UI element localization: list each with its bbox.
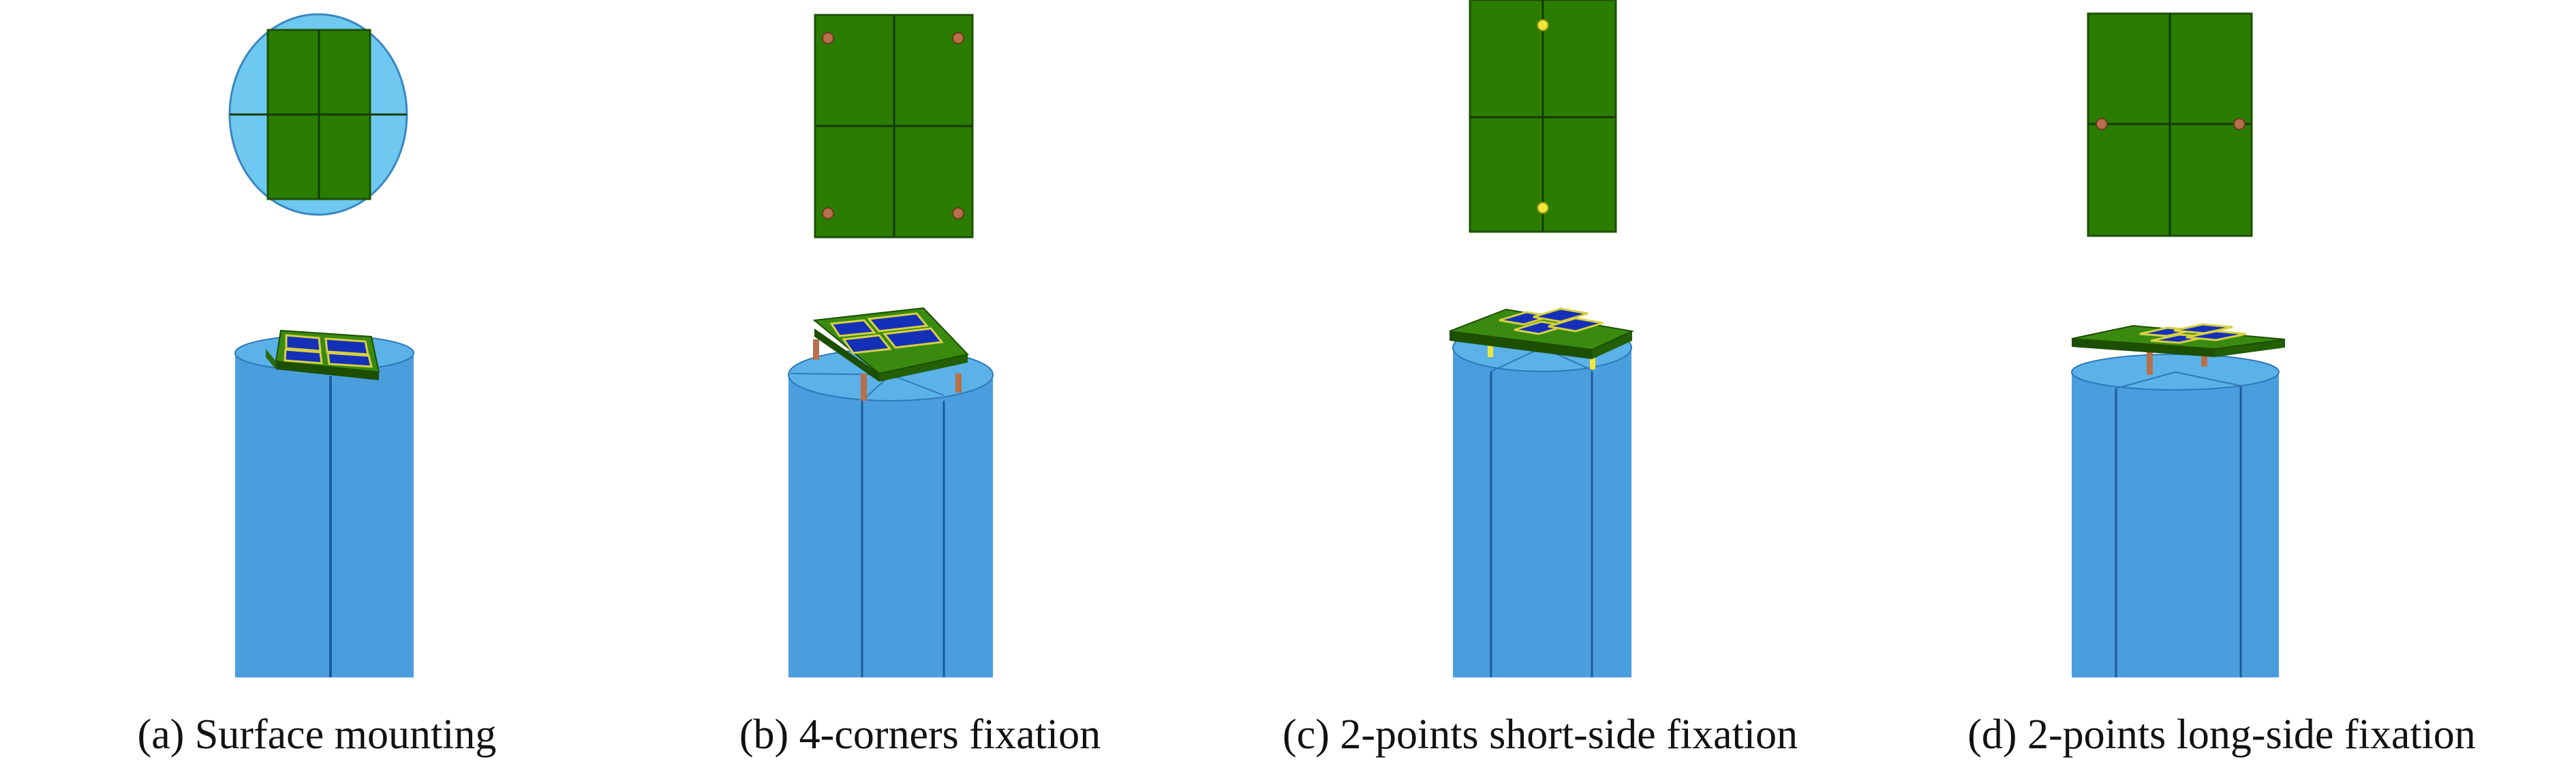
- fixation-post: [2147, 349, 2153, 375]
- panel-d-top-view: [2087, 12, 2253, 237]
- fixation-post: [2201, 348, 2207, 367]
- solar-cell: [1548, 317, 1604, 333]
- pcb-board-side: [2215, 339, 2285, 357]
- panel-b-top-view: [814, 14, 974, 239]
- fixation-point: [2233, 118, 2245, 130]
- solar-cell: [283, 348, 323, 365]
- fixation-point: [1537, 202, 1549, 214]
- solar-cell: [285, 334, 322, 352]
- panel-c-side-view: [1449, 307, 1635, 677]
- caption-d: (d) 2-points long-side fixation: [1967, 711, 2476, 758]
- fixation-post: [861, 373, 867, 401]
- pcb-board-side: [814, 328, 879, 382]
- solar-cell: [326, 352, 373, 368]
- solar-cell: [324, 337, 369, 356]
- solar-cell: [867, 312, 929, 333]
- panel-a-top-view: [228, 13, 408, 216]
- cylinder-body: [2072, 372, 2279, 677]
- cylinder-body: [235, 353, 414, 677]
- cylinder-body: [788, 375, 993, 677]
- panel-a-side-view: [234, 329, 414, 677]
- fixation-point: [822, 207, 834, 219]
- pcb-board-side-left: [266, 349, 276, 369]
- pcb-board-side: [1450, 331, 1592, 359]
- pcb-board-side: [1592, 331, 1632, 359]
- panel-c-top-view: [1469, 0, 1617, 233]
- fixation-post: [813, 339, 819, 360]
- caption-c: (c) 2-points short-side fixation: [1283, 711, 1798, 758]
- fixation-post: [955, 373, 962, 393]
- fixation-point: [952, 207, 964, 219]
- panel-b-side-view: [788, 307, 994, 677]
- caption-b: (b) 4-corners fixation: [739, 711, 1101, 758]
- solar-cell: [1533, 307, 1589, 323]
- cylinder-body: [1453, 348, 1631, 677]
- cylinder-top-division: [890, 374, 945, 396]
- caption-a: (a) Surface mounting: [137, 711, 497, 758]
- solar-cell: [829, 319, 876, 337]
- pcb-board-side: [276, 361, 379, 380]
- fixation-point: [952, 32, 964, 44]
- fixation-point: [822, 32, 834, 44]
- cylinder-top-division: [2115, 371, 2176, 389]
- pcb-board-side: [2072, 339, 2215, 357]
- solar-cell: [842, 334, 892, 354]
- fixation-point: [1537, 19, 1549, 31]
- solar-cell: [2173, 323, 2233, 335]
- cylinder-top-division: [2175, 371, 2241, 386]
- fixation-point: [2096, 118, 2108, 130]
- pcb-board-side: [879, 354, 968, 382]
- solar-cell: [2186, 330, 2247, 341]
- fixation-post: [1488, 342, 1493, 357]
- panel-d-side-view: [2071, 323, 2286, 677]
- solar-cell: [883, 327, 944, 349]
